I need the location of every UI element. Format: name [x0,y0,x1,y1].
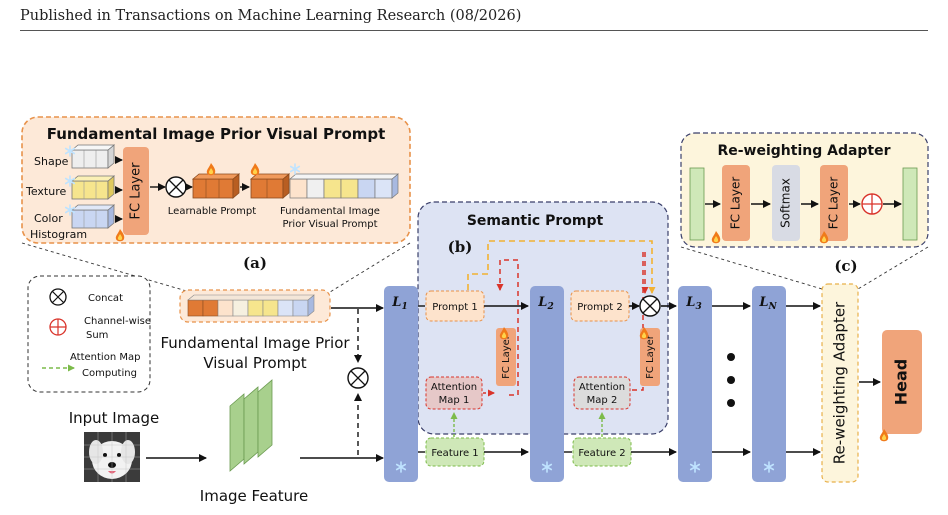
svg-text:Softmax: Softmax [779,178,793,228]
layer-l3: L3 [678,286,712,482]
concat-symbol [165,176,187,198]
input-label-color: Color [34,212,63,225]
svg-text:L3: L3 [685,295,701,312]
zoom-line [21,242,191,293]
svg-text:Prompt 2: Prompt 2 [577,302,622,313]
adapter-fc-layer-1: FC Layer [722,165,750,241]
panel-tag-a: (a) [243,254,267,272]
channel-sum-symbol [861,193,883,215]
prior-output-label-2: Prior Visual Prompt [282,219,377,230]
svg-text:L1: L1 [391,295,407,312]
shape-cube [70,144,116,169]
svg-text:Prompt 1: Prompt 1 [432,302,477,313]
svg-text:Feature 2: Feature 2 [578,448,625,459]
svg-text:Attention: Attention [431,382,477,393]
prior-prompt-caption-2: Visual Prompt [203,354,306,372]
legend-sum-2: Sum [86,330,108,341]
svg-text:Map 2: Map 2 [587,395,618,406]
fc-layer-2: FC Layer [640,328,660,386]
learnable-prompt-cube-2 [249,173,291,199]
zoom-line [857,246,929,290]
semantic-panel-title: Semantic Prompt [467,213,604,229]
color-cube [70,204,116,229]
prior-panel-title: Fundamental Image Prior Visual Prompt [47,125,386,143]
attention-map-2: Attention Map 2 [573,376,631,410]
adapter-panel: Re-weighting Adapter FC Layer Softmax FC… [680,132,929,248]
learnable-prompt-label: Learnable Prompt [168,206,256,217]
adapter-output-token [902,167,918,241]
svg-text:FC Layer: FC Layer [501,334,512,379]
legend: Concat Channel-wise Sum Attention Map Co… [27,275,151,393]
svg-text:Map 1: Map 1 [439,395,470,406]
feature-2-box: Feature 2 [572,437,632,467]
header-rule [20,30,928,31]
svg-text:L2: L2 [537,295,553,312]
legend-attn-1: Attention Map [70,352,140,363]
running-head: Published in Transactions on Machine Lea… [20,8,522,24]
legend-concat: Concat [88,293,123,304]
svg-text:FC Layer: FC Layer [827,177,841,230]
svg-text:LN: LN [758,295,777,312]
reweighting-adapter-block: Re-weighting Adapter [821,283,859,483]
layer-l2: L2 [530,286,564,482]
feature-1-box: Feature 1 [425,437,485,467]
attention-map-1: Attention Map 1 [425,376,483,410]
prior-fc-layer: FC Layer [123,147,149,235]
texture-cube [70,175,116,200]
svg-text:FC Layer: FC Layer [729,177,743,230]
image-feature-maps [229,379,273,472]
prompt-skip-route [467,240,656,294]
prompt-1-box: Prompt 1 [425,290,485,322]
svg-text:Re-weighting Adapter: Re-weighting Adapter [831,301,849,464]
svg-text:FC Layer: FC Layer [645,334,656,379]
prior-output-label-1: Fundamental Image [280,206,380,217]
concat-symbol [639,295,661,317]
prompt-2-box: Prompt 2 [570,290,630,322]
zoom-line [680,246,823,290]
prior-prompt-panel: Fundamental Image Prior Visual Prompt Sh… [21,116,411,244]
zoom-line [329,242,411,293]
input-image [84,432,140,482]
svg-text:Head: Head [892,359,911,406]
input-label-histogram: Histogram [30,228,87,241]
adapter-fc-layer-2: FC Layer [820,165,848,241]
adapter-panel-title: Re-weighting Adapter [717,143,890,159]
svg-text:Feature 1: Feature 1 [431,448,478,459]
svg-text:FC Layer: FC Layer [129,162,144,220]
panel-tag-b: (b) [448,238,473,256]
layer-l1: L1 [384,286,418,482]
softmax-block: Softmax [772,165,800,241]
legend-attn-2: Computing [82,368,137,379]
ellipsis-dots [727,353,735,407]
prior-prompt-cube [289,173,399,199]
layer-ln: LN [752,286,786,482]
svg-text:Attention: Attention [579,382,625,393]
input-label-shape: Shape [34,155,69,168]
head-block: Head [882,330,922,434]
legend-sum-1: Channel-wise [84,316,151,327]
prior-prompt-bar [179,289,331,323]
concat-symbol [347,367,369,389]
panel-tag-c: (c) [834,257,857,275]
adapter-input-token [689,167,705,241]
learnable-prompt-cube [191,173,241,199]
attention-route-1 [496,259,519,396]
image-feature-label: Image Feature [200,487,308,505]
fc-layer-1: FC Layer [496,328,516,386]
input-image-label: Input Image [69,409,160,427]
input-label-texture: Texture [25,185,66,198]
prior-prompt-caption-1: Fundamental Image Prior [160,334,350,352]
